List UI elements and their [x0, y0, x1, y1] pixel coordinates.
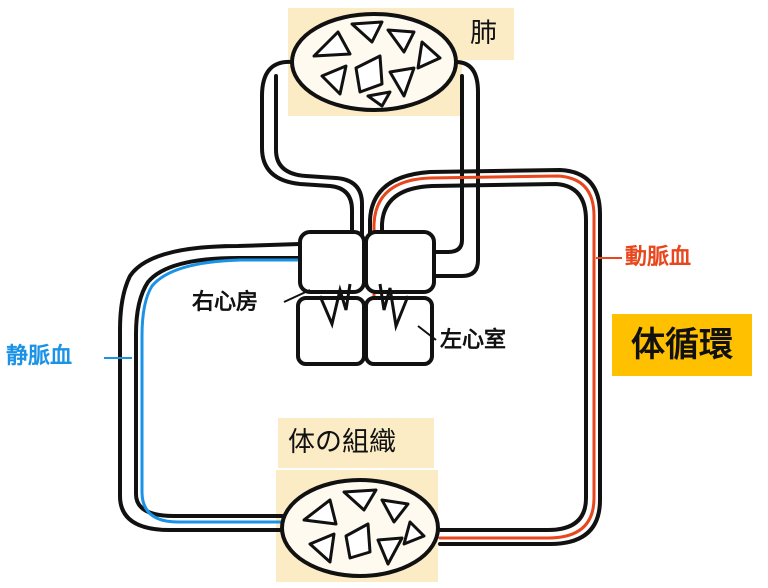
tissue-label-highlight	[278, 418, 434, 468]
systemic-circulation-label: 体循環	[631, 325, 733, 365]
systemic-box	[612, 314, 752, 376]
tissue-capillary-bed	[280, 478, 440, 578]
right-atrium-leader	[283, 289, 311, 303]
right-atrium-label: 右心房	[192, 290, 259, 315]
left-ventricle-chamber	[364, 296, 434, 366]
right-ventricle-chamber	[296, 296, 366, 366]
heart	[296, 230, 436, 366]
right-atrium-chamber	[298, 230, 366, 294]
valve-right	[318, 283, 352, 329]
valve-left	[378, 283, 410, 332]
lung-label-highlight	[462, 8, 514, 60]
left-ventricle-label: 左心室	[440, 328, 507, 353]
body-tissue-label: 体の組織	[288, 427, 396, 458]
left-atrium-chamber	[364, 230, 436, 294]
pulmonary-vessels	[260, 59, 480, 278]
lung-capillary-bed	[290, 12, 458, 112]
vein-flow-line	[140, 258, 318, 524]
artery-blood-label: 動脈血	[625, 245, 692, 270]
artery-flow-line	[372, 174, 596, 540]
lung-label: 肺	[470, 18, 497, 49]
vein-blood-label: 静脈血	[6, 344, 73, 369]
left-ventricle-leader	[417, 325, 437, 341]
